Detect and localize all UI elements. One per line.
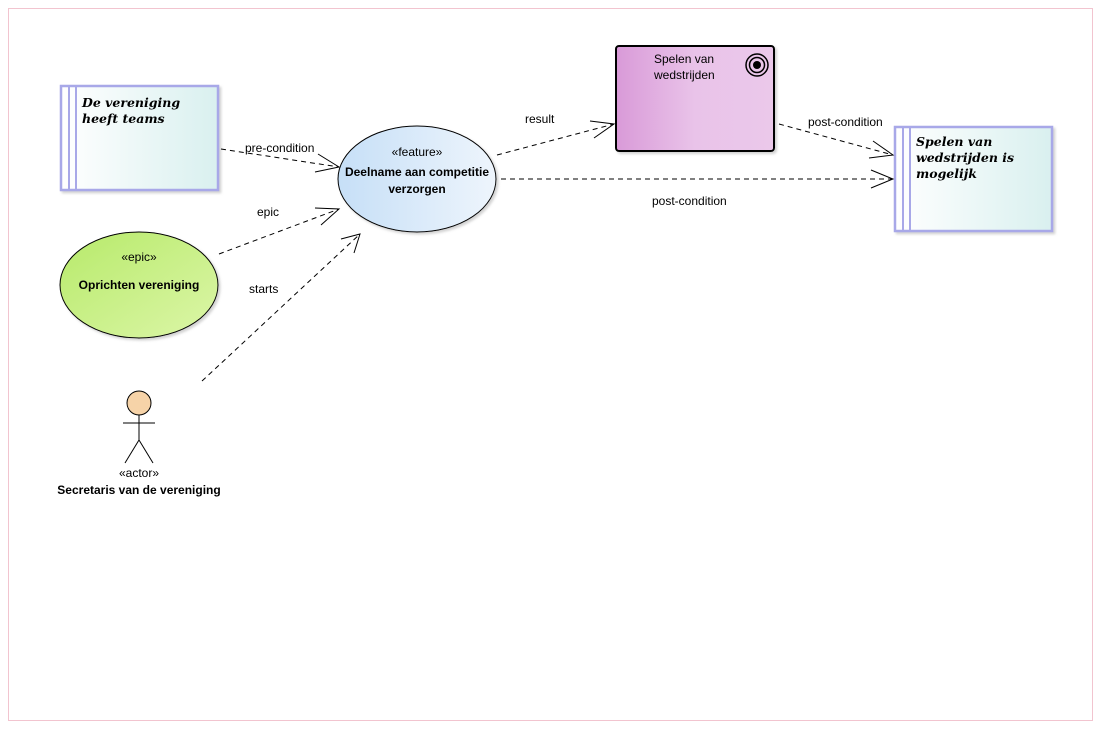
- postcondition-box[interactable]: [893, 125, 1054, 233]
- actor-stereotype: «actor»: [118, 466, 160, 480]
- arrowhead-pre-condition: [314, 153, 341, 173]
- arrowhead-post-condition-bottom: [870, 169, 895, 189]
- label-result: result: [525, 112, 555, 126]
- final-state-icon: [745, 53, 769, 77]
- edge-post-condition-top[interactable]: [778, 123, 894, 156]
- label-starts: starts: [249, 282, 279, 296]
- arrowhead-result: [589, 120, 616, 139]
- feature-name: Deelname aan competitie verzorgen: [344, 165, 490, 196]
- diagram-frame: [8, 8, 1093, 721]
- feature-stereotype: «feature»: [391, 145, 443, 159]
- precondition-box[interactable]: [59, 84, 220, 192]
- actor-figure-icon[interactable]: [123, 390, 155, 464]
- label-epic: epic: [257, 205, 280, 219]
- edge-starts[interactable]: [201, 233, 361, 382]
- label-post-condition-top: post-condition: [808, 115, 883, 129]
- arrowhead-post-condition-top: [868, 140, 895, 159]
- epic-ellipse[interactable]: [59, 231, 219, 339]
- actor-name: Secretaris van de vereniging: [57, 483, 221, 497]
- activity-name: Spelen van wedstrijden: [654, 52, 715, 82]
- activity-box[interactable]: [615, 45, 775, 152]
- edge-pre-condition[interactable]: [220, 148, 340, 168]
- feature-ellipse[interactable]: [337, 125, 497, 233]
- label-post-condition-bottom: post-condition: [652, 194, 727, 208]
- precondition-text: De vereniging heeft teams: [82, 95, 181, 126]
- epic-stereotype: «epic»: [121, 250, 157, 264]
- epic-name: Oprichten vereniging: [78, 278, 200, 292]
- postcondition-text: Spelen van wedstrijden is mogelijk: [916, 134, 1015, 181]
- label-pre-condition: pre-condition: [245, 141, 315, 155]
- edge-result[interactable]: [496, 123, 615, 156]
- arrowhead-epic: [314, 207, 341, 226]
- arrowhead-starts: [340, 233, 361, 254]
- edge-epic[interactable]: [218, 208, 340, 255]
